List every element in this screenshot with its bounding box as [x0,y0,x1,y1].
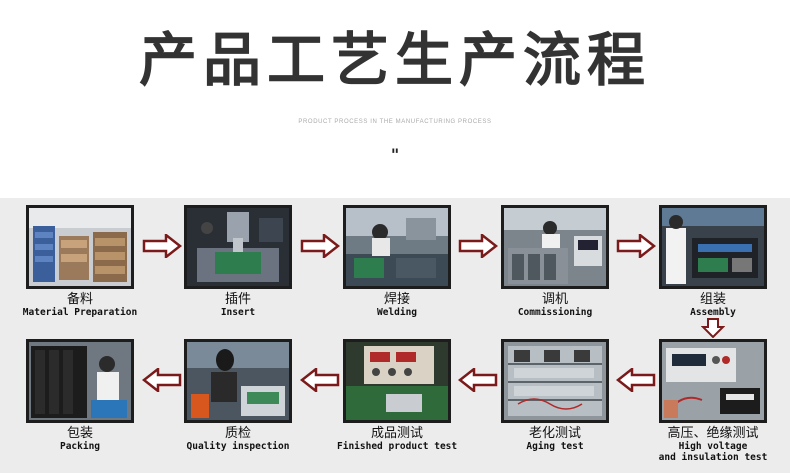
step-cn-label: 调机 [541,292,568,307]
step-quality-inspection: 质检 Quality inspection [178,339,298,452]
step-en-label: Packing [59,441,101,452]
welding-photo [343,205,451,289]
step-en-label: Insert [220,307,256,318]
arrow-left-icon [300,368,340,392]
step-cn-label: 包装 [66,426,93,441]
step-insert: 插件 Insert [178,205,298,318]
step-packing: 包装 Packing [20,339,140,452]
commissioning-photo [501,205,609,289]
step-en-label: Welding [376,307,418,318]
arrow-right-icon [616,234,656,258]
material-preparation-photo [26,205,134,289]
step-high-voltage-insulation-test: 高压、绝缘测试 High voltage and insulation test [653,339,773,463]
step-en-label: High voltage [678,441,748,452]
assembly-photo [659,205,767,289]
step-material-preparation: 备料 Material Preparation [20,205,140,318]
step-cn-label: 插件 [224,292,251,307]
step-en-label-line2: and insulation test [658,452,768,463]
page-title: 产品工艺生产流程 [138,26,651,94]
step-cn-label: 组装 [699,292,726,307]
arrow-right-icon [458,234,498,258]
step-en-label: Aging test [526,441,584,452]
step-en-label: Material Preparation [22,307,138,318]
page-subtitle: PRODUCT PROCESS IN THE MANUFACTURING PRO… [298,119,492,125]
step-commissioning: 调机 Commissioning [495,205,615,318]
step-finished-product-test: 成品测试 Finished product test [337,339,457,452]
arrow-right-icon [300,234,340,258]
arrow-right-icon [142,234,182,258]
step-en-label: Commissioning [517,307,593,318]
arrow-left-icon [616,368,656,392]
step-cn-label: 备料 [66,292,93,307]
step-cn-label: 焊接 [383,292,410,307]
packing-photo [26,339,134,423]
quality-inspection-photo [184,339,292,423]
step-aging-test: 老化测试 Aging test [495,339,615,452]
finished-product-test-photo [343,339,451,423]
step-cn-label: 质检 [224,426,251,441]
quote-mark: " [390,145,400,164]
arrow-left-icon [458,368,498,392]
step-en-label: Finished product test [337,441,458,452]
arrow-left-icon [142,368,182,392]
step-welding: 焊接 Welding [337,205,457,318]
step-cn-label: 高压、绝缘测试 [667,426,759,441]
step-cn-label: 老化测试 [528,426,581,441]
step-assembly: 组装 Assembly [653,205,773,318]
arrow-down-icon [700,318,726,339]
step-en-label: Quality inspection [186,441,290,452]
insert-photo [184,205,292,289]
high-voltage-insulation-test-photo [659,339,767,423]
aging-test-photo [501,339,609,423]
step-en-label: Assembly [690,307,736,318]
step-cn-label: 成品测试 [370,426,423,441]
